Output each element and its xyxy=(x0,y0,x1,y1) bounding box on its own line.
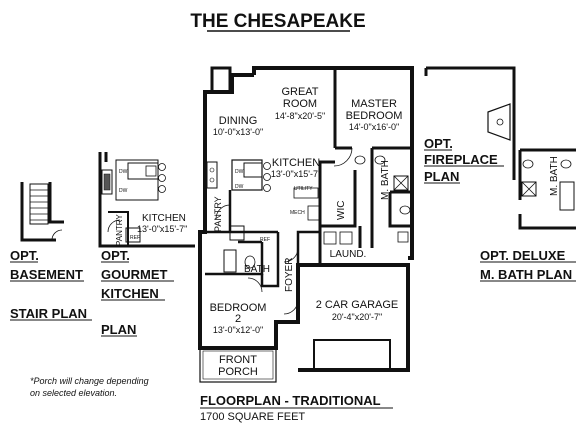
porch-note-line1: *Porch will change depending xyxy=(30,376,149,386)
bedroom2-label-1: BEDROOM xyxy=(210,302,267,314)
opt-basement-line1: OPT. xyxy=(10,248,39,263)
gourmet-pantry-label: PANTRY xyxy=(115,214,124,246)
dining-label: DINING xyxy=(219,115,258,127)
square-feet: 1700 SQUARE FEET xyxy=(200,411,305,423)
kitchen-dims: 13'-0"x15'-7" xyxy=(271,169,321,179)
opt-deluxe-line2: M. BATH PLAN xyxy=(480,267,572,282)
foyer-label: FOYER xyxy=(284,258,295,292)
opt-gourmet-line3: KITCHEN xyxy=(101,286,159,301)
m-bath-label: M. BATH xyxy=(380,160,391,200)
master-bedroom-label-2: BEDROOM xyxy=(346,110,403,122)
gourmet-kitchen-name: KITCHEN xyxy=(142,213,186,224)
front-porch-outline xyxy=(199,347,277,383)
front-porch-label-1: FRONT xyxy=(219,354,257,366)
opt-basement-line3: STAIR PLAN xyxy=(10,306,87,321)
main-oven-label: DW xyxy=(235,184,244,190)
fireplace-detail xyxy=(424,66,516,180)
garage-dims: 20'-4"x20'-7" xyxy=(332,312,382,322)
gourmet-ref-label: REF xyxy=(130,235,140,241)
mech-label: MECH xyxy=(290,210,305,216)
laundry-label: LAUND. xyxy=(330,249,367,260)
bath-label: BATH xyxy=(244,264,270,275)
porch-note-line2: on selected elevation. xyxy=(30,388,117,398)
plan-title: THE CHESAPEAKE xyxy=(190,11,365,32)
opt-gourmet-line2: GOURMET xyxy=(101,267,168,282)
great-room-dims: 14'-8"x20'-5" xyxy=(275,111,325,121)
opt-fireplace-line3: PLAN xyxy=(424,169,459,184)
opt-basement-line2: BASEMENT xyxy=(10,267,83,282)
wic-label: WIC xyxy=(336,201,347,220)
deluxe-bath-detail xyxy=(518,148,576,230)
main-floorplan xyxy=(198,66,414,383)
gourmet-kitchen-detail xyxy=(98,152,195,248)
ref-label: REF xyxy=(260,237,270,243)
bedroom2-label-2: 2 xyxy=(235,313,241,325)
basement-stair-detail xyxy=(20,182,64,242)
garage-label: 2 CAR GARAGE xyxy=(316,299,399,311)
great-room-label-1: GREAT xyxy=(281,86,318,98)
kitchen-label: KITCHEN xyxy=(272,157,320,169)
deluxe-m-bath-label: M. BATH xyxy=(549,156,560,196)
opt-gourmet-line4: PLAN xyxy=(101,322,136,337)
opt-deluxe-line1: OPT. DELUXE xyxy=(480,248,566,263)
opt-fireplace-line2: FIREPLACE xyxy=(424,152,498,167)
great-room-label-2: ROOM xyxy=(283,98,317,110)
pantry-label: PANTRY xyxy=(213,196,223,232)
dining-dims: 10'-0"x13'-0" xyxy=(213,127,263,137)
chimney xyxy=(210,66,232,94)
gourmet-oven-label: DW xyxy=(119,188,128,194)
front-porch-label-2: PORCH xyxy=(218,366,258,378)
bedroom2-dims: 13'-0"x12'-0" xyxy=(213,325,263,335)
opt-gourmet-line1: OPT. xyxy=(101,248,130,263)
main-dw-label: DW xyxy=(235,169,244,175)
floorplan-caption: FLOORPLAN - TRADITIONAL xyxy=(200,393,381,408)
utility-label: UTILITY xyxy=(294,186,313,192)
master-bedroom-label-1: MASTER xyxy=(351,98,397,110)
gourmet-kitchen-dims: 13'-0"x15'-7" xyxy=(137,224,187,234)
gourmet-dw-label: DW xyxy=(119,169,128,175)
master-bedroom-dims: 14'-0"x16'-0" xyxy=(349,122,399,132)
opt-fireplace-line1: OPT. xyxy=(424,136,453,151)
